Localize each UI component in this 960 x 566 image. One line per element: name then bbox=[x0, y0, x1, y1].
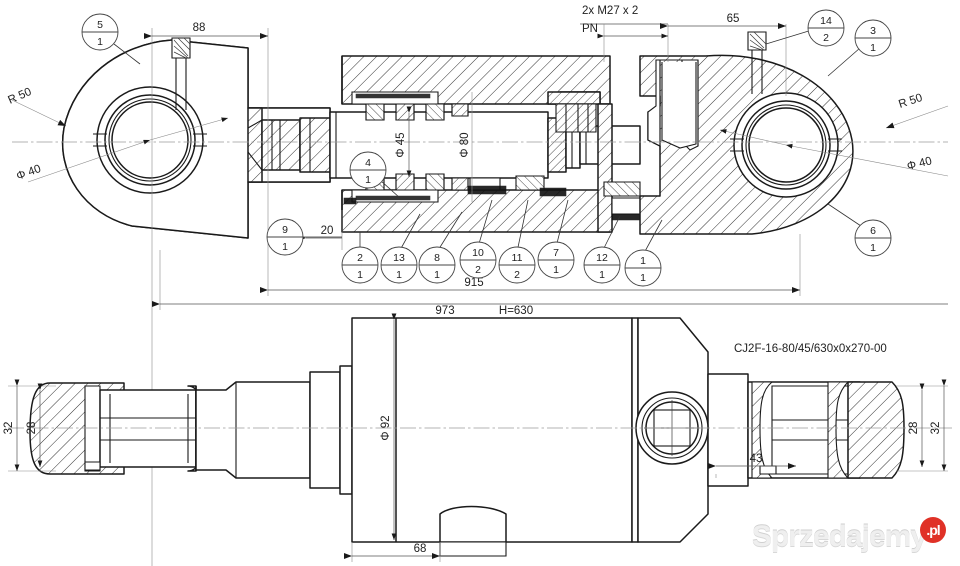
thread-note: 2x M27 x 2 PN bbox=[580, 5, 669, 62]
balloon-9-item-number: 9 bbox=[282, 224, 288, 236]
dim-65-text: 65 bbox=[727, 13, 740, 25]
balloon-6-quantity: 1 bbox=[870, 242, 876, 254]
bottom-view-dimensions: 32 28 Φ 92 68 43 28 32 bbox=[3, 313, 948, 562]
dim-32-left-text: 32 bbox=[3, 422, 15, 435]
part-code-label: CJ2F-16-80/45/630x0x270-00 bbox=[734, 343, 887, 355]
watermark: Sprzedajemy.pl bbox=[752, 517, 946, 554]
balloon-14: 142 bbox=[807, 9, 845, 47]
dim-H630-text: H=630 bbox=[499, 305, 533, 317]
cylinder-body bbox=[341, 55, 653, 233]
balloon-12-item-number: 12 bbox=[596, 252, 608, 264]
top-view-dimensions: 88 20 2x M27 x 2 PN 65 915 973 H=630 R 5 bbox=[6, 5, 949, 566]
thread-note-line1: 2x M27 x 2 bbox=[582, 5, 638, 17]
balloon-8-item-number: 8 bbox=[434, 252, 440, 264]
balloon-3-item-number: 3 bbox=[870, 25, 876, 37]
balloon-4-quantity: 1 bbox=[365, 174, 371, 186]
balloon-5: 51 bbox=[81, 13, 119, 51]
balloon-9: 91 bbox=[266, 218, 304, 256]
thread-note-line2: PN bbox=[582, 23, 598, 35]
bottom-outline-view bbox=[29, 317, 905, 557]
balloon-1-quantity: 1 bbox=[640, 272, 646, 284]
balloon-1-item-number: 1 bbox=[640, 255, 646, 267]
balloon-3-quantity: 1 bbox=[870, 42, 876, 54]
balloon-5-quantity: 1 bbox=[97, 36, 103, 48]
dim-32-right-text: 32 bbox=[930, 422, 942, 435]
balloon-4: 41 bbox=[349, 151, 387, 189]
balloon-2-quantity: 1 bbox=[357, 269, 363, 281]
dim-phi80-text: Φ 80 bbox=[459, 132, 471, 157]
dim-phi40-right-text: Φ 40 bbox=[906, 155, 933, 173]
dim-43-text: 43 bbox=[750, 453, 763, 465]
balloon-10: 102 bbox=[459, 241, 497, 279]
balloon-9-quantity: 1 bbox=[282, 241, 288, 253]
dim-68-text: 68 bbox=[414, 543, 427, 555]
dim-88-text: 88 bbox=[193, 22, 206, 34]
balloon-1: 11 bbox=[624, 249, 662, 287]
balloon-2-item-number: 2 bbox=[357, 252, 363, 264]
balloon-10-item-number: 10 bbox=[472, 247, 484, 259]
dim-R50-right-text: R 50 bbox=[897, 92, 924, 111]
balloon-6: 61 bbox=[854, 219, 892, 257]
dim-973-text: 973 bbox=[435, 305, 454, 317]
balloon-7: 71 bbox=[537, 241, 575, 279]
balloon-callouts bbox=[113, 29, 865, 256]
balloon-2: 21 bbox=[341, 246, 379, 284]
balloon-12: 121 bbox=[583, 246, 621, 284]
balloon-3: 31 bbox=[854, 19, 892, 57]
left-rod-eye bbox=[62, 37, 331, 239]
top-section-view bbox=[62, 31, 854, 239]
balloon-7-quantity: 1 bbox=[553, 264, 559, 276]
balloon-14-item-number: 14 bbox=[820, 15, 832, 27]
balloon-4-item-number: 4 bbox=[365, 157, 371, 169]
balloon-7-item-number: 7 bbox=[553, 247, 559, 259]
balloon-11: 112 bbox=[498, 246, 536, 284]
balloon-13-item-number: 13 bbox=[393, 252, 405, 264]
right-cylinder-head-eye bbox=[639, 31, 854, 235]
dim-phi92-text: Φ 92 bbox=[380, 415, 392, 440]
dim-28-right-text: 28 bbox=[908, 422, 920, 435]
balloon-6-item-number: 6 bbox=[870, 225, 876, 237]
balloon-11-quantity: 2 bbox=[514, 269, 520, 281]
dim-20-text: 20 bbox=[321, 225, 334, 237]
balloon-5-item-number: 5 bbox=[97, 19, 103, 31]
balloon-12-quantity: 1 bbox=[599, 269, 605, 281]
balloon-8: 81 bbox=[418, 246, 456, 284]
balloon-10-quantity: 2 bbox=[475, 264, 481, 276]
balloon-11-item-number: 11 bbox=[512, 252, 523, 264]
balloon-13: 131 bbox=[380, 246, 418, 284]
balloon-13-quantity: 1 bbox=[396, 269, 402, 281]
balloon-14-quantity: 2 bbox=[823, 32, 829, 44]
watermark-text: Sprzedajemy bbox=[751, 520, 927, 553]
dim-915-text: 915 bbox=[464, 277, 483, 289]
dim-28-left-text: 28 bbox=[26, 422, 38, 435]
dim-phi40-left-text: Φ 40 bbox=[15, 163, 43, 183]
watermark-badge: .pl bbox=[920, 517, 946, 543]
balloon-8-quantity: 1 bbox=[434, 269, 440, 281]
dim-phi45-text: Φ 45 bbox=[395, 132, 407, 157]
